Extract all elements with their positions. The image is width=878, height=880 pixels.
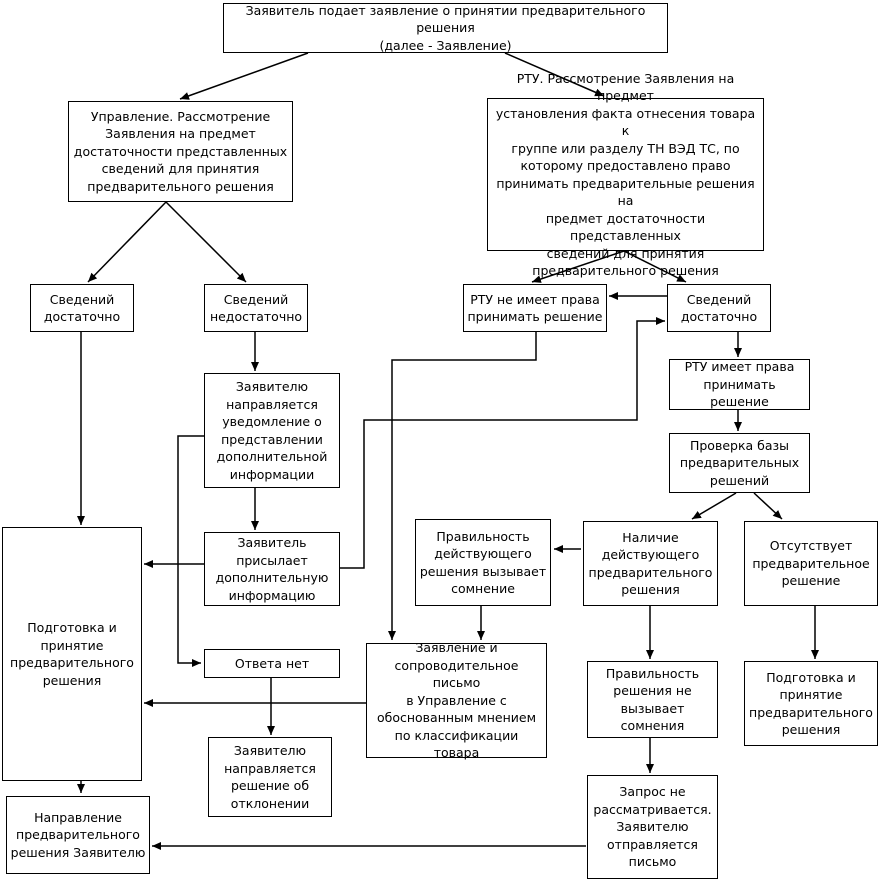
edge-n1-n2 xyxy=(179,52,309,100)
edge-n3-n6 xyxy=(531,250,625,283)
edge-n3-n7 xyxy=(623,250,687,283)
node-notice-additional-info: Заявителю направляется уведомление о пре… xyxy=(204,373,340,488)
edge-n6-n17 xyxy=(388,332,537,640)
edge-n2-n5 xyxy=(165,201,247,283)
node-existing-decision: Наличие действующего предварительного ре… xyxy=(583,521,718,606)
node-applicant-sends-info: Заявитель присылает дополнительную инфор… xyxy=(204,532,340,606)
node-decision-not-doubtful: Правильность решения не вызывает сомнени… xyxy=(587,661,718,738)
node-send-decision-to-applicant: Направление предварительного решения Зая… xyxy=(6,796,150,874)
node-no-decision: Отсутствует предварительное решение xyxy=(744,521,878,606)
node-info-sufficient-left: Сведений достаточно xyxy=(30,284,134,332)
edge-n10-n14 xyxy=(691,492,737,520)
node-letter-to-department: Заявление и сопроводительное письмо в Уп… xyxy=(366,640,547,760)
node-info-sufficient-right: Сведений достаточно xyxy=(667,284,771,332)
node-rtu-no-rights: РТУ не имеет права принимать решение xyxy=(463,284,607,332)
node-department-review: Управление. Рассмотрение Заявления на пр… xyxy=(68,101,293,202)
node-rtu-review: РТУ. Рассмотрение Заявления на предмет у… xyxy=(487,71,764,278)
node-application-submitted: Заявитель подает заявление о принятии пр… xyxy=(223,3,668,53)
node-prepare-decision-left: Подготовка и принятие предварительного р… xyxy=(2,527,142,781)
edge-n10-n15 xyxy=(753,492,783,520)
node-prepare-decision-right: Подготовка и принятие предварительного р… xyxy=(744,661,878,746)
edge-n1-n3 xyxy=(504,52,605,97)
edge-n2-n4 xyxy=(87,201,167,283)
node-check-decisions-base: Проверка базы предварительных решений xyxy=(669,433,810,493)
node-no-response: Ответа нет xyxy=(204,649,340,678)
node-rejection-sent: Заявителю направляется решение об отклон… xyxy=(208,737,332,817)
node-rtu-has-rights: РТУ имеет права принимать решение xyxy=(669,359,810,410)
edge-n8-n16 xyxy=(177,435,204,667)
edge-n12-n7 xyxy=(340,317,665,569)
node-decision-doubtful: Правильность действующего решения вызыва… xyxy=(415,519,551,606)
node-request-not-considered: Запрос не рассматривается. Заявителю отп… xyxy=(587,775,718,879)
node-info-insufficient: Сведений недостаточно xyxy=(204,284,308,332)
